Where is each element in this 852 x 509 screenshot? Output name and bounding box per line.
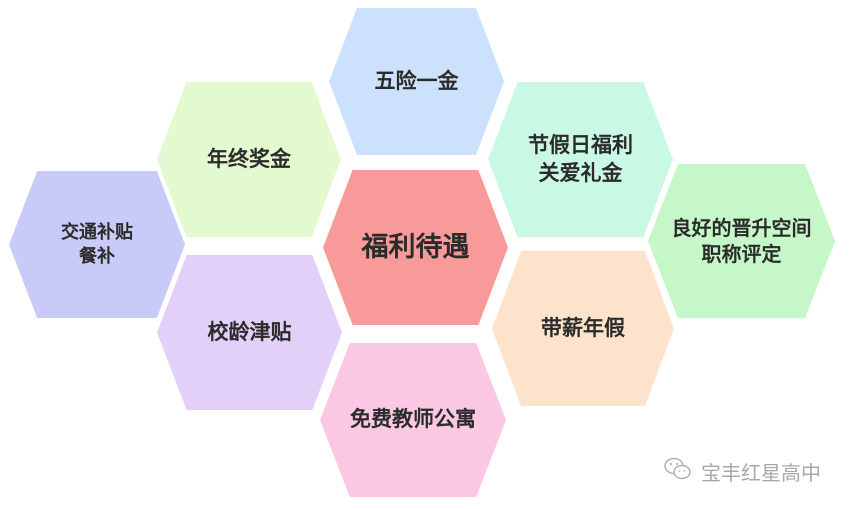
hex-transport-meal: 交通补贴 餐补 xyxy=(9,171,185,318)
hex-label: 带薪年假 xyxy=(541,315,625,340)
hex-year-end-bonus: 年终奖金 xyxy=(157,82,341,237)
wechat-icon xyxy=(663,456,693,487)
hex-label: 良好的晋升空间 职称评定 xyxy=(671,216,812,266)
hex-seniority-allowance: 校龄津贴 xyxy=(157,255,342,410)
hex-holiday-benefits: 节假日福利 关爱礼金 xyxy=(488,82,673,237)
hex-promotion: 良好的晋升空间 职称评定 xyxy=(648,164,835,318)
watermark-text: 宝丰红星高中 xyxy=(701,461,821,485)
hex-label: 交通补贴 餐补 xyxy=(61,222,133,267)
center-label: 福利待遇 xyxy=(361,231,470,263)
watermark: 宝丰红星高中 xyxy=(663,456,821,487)
hex-paid-leave: 带薪年假 xyxy=(492,251,674,406)
hex-label: 五险一金 xyxy=(374,68,459,93)
hex-free-apartment: 免费教师公寓 xyxy=(320,343,506,497)
hex-label: 年终奖金 xyxy=(207,146,291,171)
hex-label: 节假日福利 关爱礼金 xyxy=(528,133,633,185)
hex-center-welfare: 福利待遇 xyxy=(323,170,508,325)
hex-label: 免费教师公寓 xyxy=(350,407,476,432)
hex-label: 校龄津贴 xyxy=(207,319,292,344)
hex-insurance: 五险一金 xyxy=(329,8,504,155)
